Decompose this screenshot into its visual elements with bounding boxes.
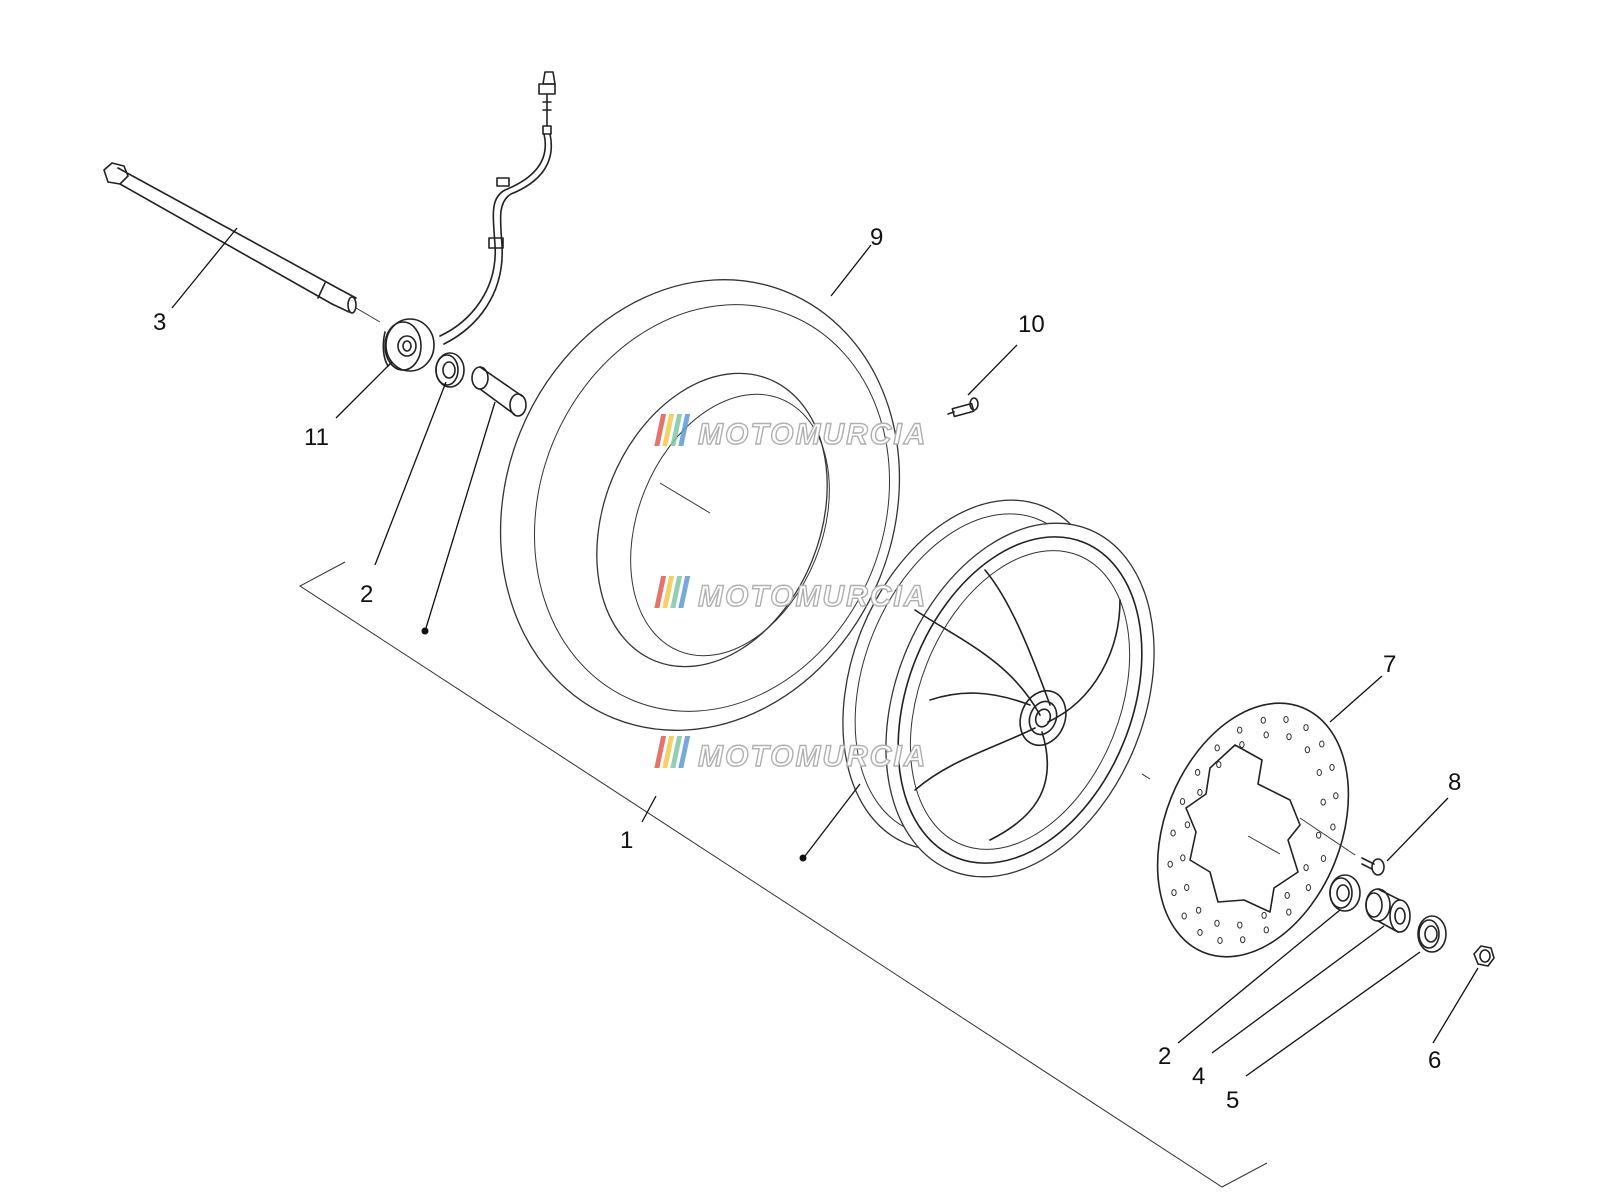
- watermark-stripe: [654, 576, 667, 608]
- disc-hole: [1171, 889, 1177, 897]
- disc-hole: [1181, 912, 1187, 920]
- disc-hole: [1239, 741, 1245, 749]
- disc-hole: [1217, 937, 1223, 944]
- disc-hole: [1319, 740, 1325, 748]
- disc-hole: [1180, 854, 1186, 862]
- valve-icon: [947, 397, 979, 418]
- bushing-icon: [1365, 888, 1411, 933]
- callout-8: 8: [1448, 769, 1461, 796]
- watermark-stripe: [670, 576, 683, 608]
- disc-hole: [1216, 761, 1222, 769]
- assembly-bracket: [299, 561, 1268, 1188]
- watermark-stripe: [662, 736, 675, 768]
- disc-hole: [1167, 860, 1173, 868]
- disc-hole: [1329, 763, 1335, 771]
- disc-hole: [1184, 884, 1190, 891]
- watermark-stripe: [662, 576, 675, 608]
- disc-hole: [1260, 716, 1267, 724]
- disc-hole: [1286, 908, 1292, 916]
- disc-hole: [1320, 798, 1326, 806]
- watermark-text: MOTOMURCIA: [698, 740, 927, 773]
- disc-hole: [1320, 855, 1327, 862]
- disc-hole: [1214, 919, 1220, 927]
- watermark-text: MOTOMURCIA: [698, 418, 927, 451]
- reference-dot: [421, 627, 429, 635]
- disc-hole: [1240, 936, 1246, 944]
- callout-9: 9: [870, 224, 883, 251]
- callout-5: 5: [1226, 1087, 1239, 1114]
- spacer-icon: [471, 366, 527, 417]
- watermark-stripe: [662, 414, 675, 446]
- disc-hole: [1303, 724, 1309, 732]
- disc-hole: [1263, 731, 1269, 739]
- watermark-stripe: [670, 414, 683, 446]
- disc-hole: [1304, 746, 1311, 754]
- disc-hole: [1194, 768, 1201, 776]
- disc-hole: [1263, 926, 1270, 934]
- disc-hole: [1283, 716, 1289, 723]
- disc-hole: [1195, 906, 1202, 914]
- disc-hole: [1261, 911, 1267, 919]
- watermark-stripe: [678, 414, 691, 446]
- bearing-icon: [1329, 874, 1361, 912]
- leader-lines: [171, 227, 1479, 1077]
- callout-labels: 3 11 2 9 10 1 7 8 2 4 5 6: [153, 224, 1461, 1114]
- disc-hole: [1333, 792, 1339, 800]
- watermark: MOTOMURCIA: [654, 736, 927, 774]
- watermark: MOTOMURCIA: [654, 414, 927, 452]
- callout-1: 1: [620, 827, 633, 854]
- callout-11: 11: [304, 424, 329, 451]
- brake-disc-icon: [1156, 702, 1350, 958]
- disc-hole: [1237, 726, 1243, 734]
- disc-hole: [1197, 788, 1203, 796]
- callout-2-left: 2: [360, 581, 373, 608]
- bearing-icon: [435, 352, 465, 388]
- watermark-stripe: [654, 736, 667, 768]
- callout-6: 6: [1428, 1047, 1441, 1074]
- watermark-stripe: [654, 414, 667, 446]
- disc-hole: [1286, 733, 1292, 741]
- speed-sensor-icon: [382, 71, 556, 372]
- disc-hole: [1237, 921, 1243, 929]
- callout-7: 7: [1383, 651, 1396, 678]
- reference-dot: [799, 854, 807, 862]
- callout-10: 10: [1018, 311, 1045, 338]
- disc-hole: [1315, 831, 1322, 839]
- watermark-text: MOTOMURCIA: [698, 580, 927, 613]
- disc-hole: [1330, 823, 1336, 831]
- disc-hole: [1303, 864, 1309, 872]
- disc-hole: [1179, 798, 1186, 805]
- screw-icon: [1299, 817, 1385, 876]
- watermark-stripe: [670, 736, 683, 768]
- disc-hole: [1184, 821, 1191, 829]
- disc-hole: [1305, 884, 1312, 892]
- callout-4: 4: [1192, 1063, 1205, 1090]
- disc-hole: [1214, 744, 1220, 752]
- washer-icon: [1417, 915, 1447, 953]
- watermark: MOTOMURCIA: [654, 576, 927, 614]
- disc-hole: [1170, 829, 1176, 837]
- nut-icon: [1473, 945, 1495, 967]
- tire-icon: [499, 279, 901, 731]
- disc-hole: [1197, 928, 1203, 936]
- watermark-stripe: [678, 736, 691, 768]
- rim-icon: [842, 499, 1155, 878]
- disc-hole: [1316, 769, 1323, 776]
- disc-hole: [1284, 891, 1290, 899]
- disc-holes: [1167, 716, 1339, 944]
- watermark-stripe: [678, 576, 691, 608]
- axis-guide: [1141, 773, 1281, 855]
- axle-icon: [103, 162, 381, 323]
- callout-3: 3: [153, 309, 166, 336]
- callout-2-right: 2: [1158, 1043, 1171, 1070]
